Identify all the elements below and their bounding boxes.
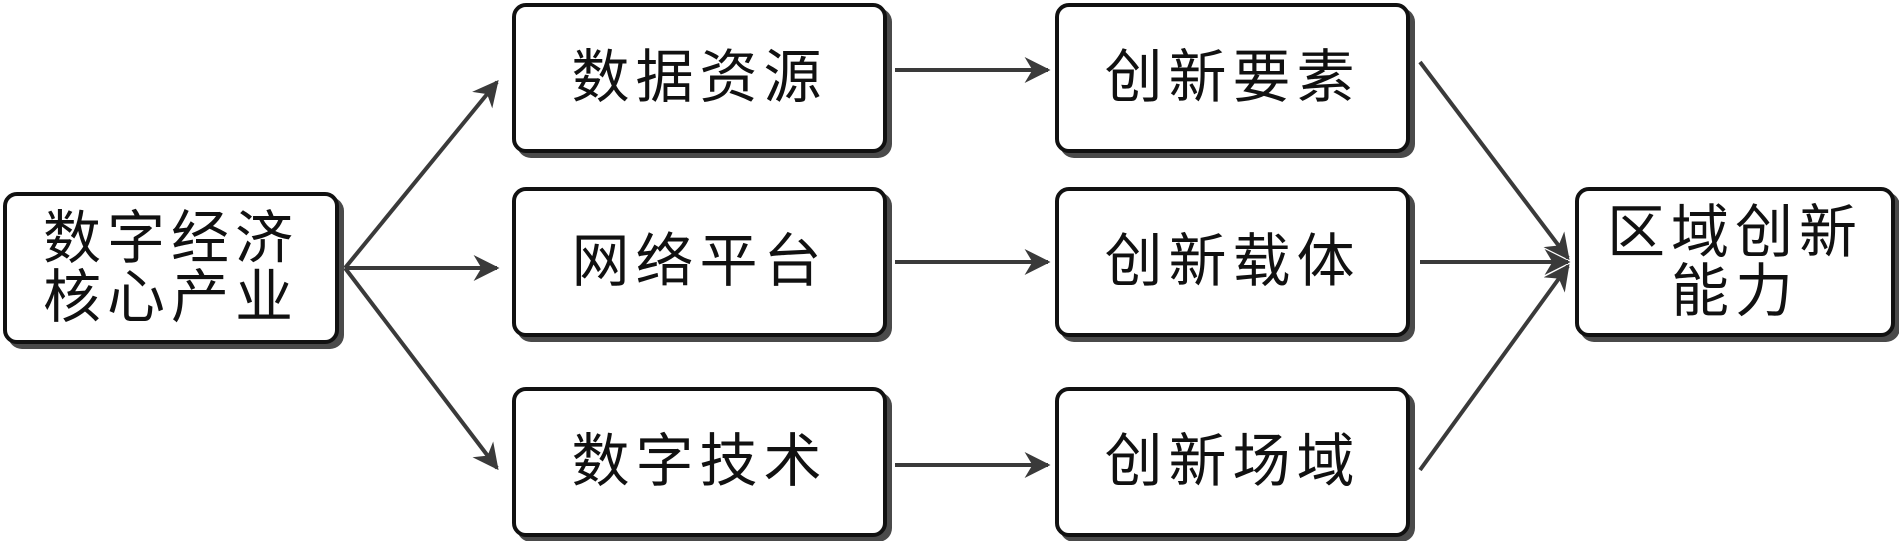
node-label: 网络平台	[571, 227, 828, 296]
node-innovation-factor: 创新要素	[1055, 3, 1410, 153]
arrow-core-to-digital-technology	[343, 266, 499, 471]
node-label: 区域创新 能力	[1606, 197, 1863, 325]
node-network-platform: 网络平台	[512, 187, 887, 337]
arrow-innovation-factor-to-regional-capability	[1418, 60, 1570, 261]
node-label: 数字技术	[571, 427, 828, 496]
node-label: 创新要素	[1104, 43, 1361, 112]
node-label: 创新载体	[1104, 227, 1361, 296]
node-data-resource: 数据资源	[512, 3, 887, 153]
node-label: 创新场域	[1104, 427, 1361, 496]
arrow-innovation-scene-to-regional-capability	[1418, 263, 1570, 472]
node-innovation-scene: 创新场域	[1055, 387, 1410, 537]
node-innovation-carrier: 创新载体	[1055, 187, 1410, 337]
node-label: 数字经济 核心产业	[42, 203, 299, 331]
arrow-core-to-data-resource	[343, 79, 499, 270]
node-digital-economy-core-industry: 数字经济 核心产业	[3, 192, 339, 344]
node-label: 数据资源	[571, 43, 828, 112]
node-digital-technology: 数字技术	[512, 387, 887, 537]
node-regional-innovation-capability: 区域创新 能力	[1575, 187, 1895, 337]
